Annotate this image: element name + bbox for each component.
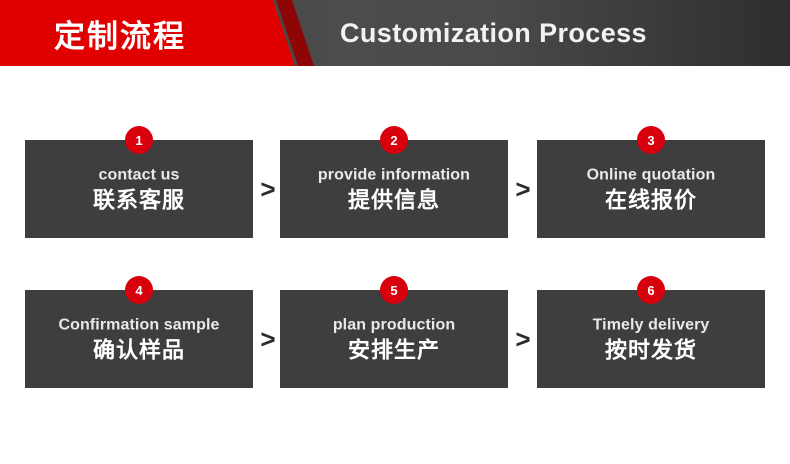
steps-row-1: 1 contact us 联系客服 > 2 provide informatio… bbox=[25, 126, 765, 238]
step-label-cn-2: 提供信息 bbox=[347, 187, 440, 213]
chevron-right-icon-1: > bbox=[260, 174, 276, 204]
step-label-en-5: plan production bbox=[332, 316, 456, 334]
step-labels-3: Online quotation 在线报价 bbox=[537, 165, 765, 214]
header-red-shape bbox=[0, 0, 295, 66]
step-label-en-4: Confirmation sample bbox=[58, 316, 220, 334]
step-number-badge-5: 5 bbox=[380, 276, 408, 304]
step-labels-2: provide information 提供信息 bbox=[280, 165, 508, 214]
step-number-badge-1: 1 bbox=[125, 126, 153, 154]
step-label-cn-4: 确认样品 bbox=[92, 337, 185, 363]
step-card-2[interactable]: 2 provide information 提供信息 bbox=[280, 126, 508, 238]
step-card-3[interactable]: 3 Online quotation 在线报价 bbox=[537, 126, 765, 238]
step-card-6[interactable]: 6 Timely delivery 按时发货 bbox=[537, 276, 765, 388]
step-card-4[interactable]: 4 Confirmation sample 确认样品 bbox=[25, 276, 253, 388]
step-number-badge-6: 6 bbox=[637, 276, 665, 304]
step-card-5[interactable]: 5 plan production 安排生产 bbox=[280, 276, 508, 388]
step-label-cn-6: 按时发货 bbox=[604, 337, 697, 363]
step-labels-6: Timely delivery 按时发货 bbox=[537, 315, 765, 364]
chevron-right-icon-2: > bbox=[515, 174, 531, 204]
steps-row-2: 4 Confirmation sample 确认样品 > 5 plan prod… bbox=[25, 276, 765, 388]
step-labels-5: plan production 安排生产 bbox=[280, 315, 508, 364]
chevron-right-icon-4: > bbox=[515, 324, 531, 354]
step-label-en-2: provide information bbox=[317, 166, 471, 184]
step-label-cn-3: 在线报价 bbox=[604, 187, 697, 213]
step-label-en-3: Online quotation bbox=[586, 166, 716, 184]
chevron-right-icon-3: > bbox=[260, 324, 276, 354]
step-number-badge-4: 4 bbox=[125, 276, 153, 304]
step-label-en-1: contact us bbox=[98, 166, 180, 184]
step-card-1[interactable]: 1 contact us 联系客服 bbox=[25, 126, 253, 238]
step-labels-1: contact us 联系客服 bbox=[25, 165, 253, 214]
header-title-chinese: 定制流程 bbox=[54, 18, 186, 54]
step-label-en-6: Timely delivery bbox=[592, 316, 710, 334]
step-label-cn-1: 联系客服 bbox=[92, 187, 185, 213]
header-title-english: Customization Process bbox=[340, 17, 647, 48]
step-labels-4: Confirmation sample 确认样品 bbox=[25, 315, 253, 364]
steps-container: 1 contact us 联系客服 > 2 provide informatio… bbox=[25, 126, 765, 392]
step-number-badge-3: 3 bbox=[637, 126, 665, 154]
step-number-badge-2: 2 bbox=[380, 126, 408, 154]
header-banner: 定制流程 Customization Process bbox=[0, 0, 790, 66]
step-label-cn-5: 安排生产 bbox=[347, 337, 440, 363]
